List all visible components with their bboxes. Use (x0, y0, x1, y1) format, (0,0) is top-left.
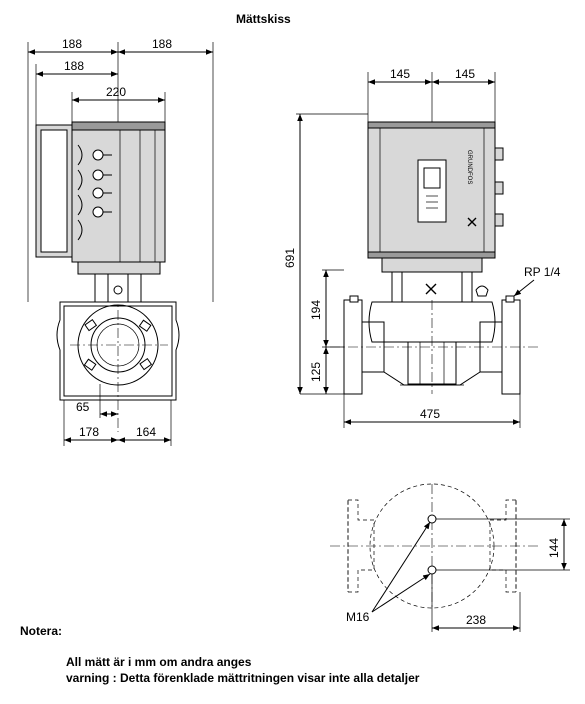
dim-side-top-left: 188 (62, 37, 82, 51)
dim-side-inner: 65 (76, 400, 90, 414)
dim-side-bottom-right: 164 (136, 425, 156, 439)
drawing-title: Mättskiss (236, 12, 291, 26)
label-bolt: M16 (346, 610, 370, 624)
dim-front-width: 475 (420, 407, 440, 421)
dim-side-top-right: 188 (152, 37, 172, 51)
notes-line-1: All mätt är i mm om andra anges (66, 655, 252, 669)
dim-base-spacing: 144 (547, 538, 561, 558)
dim-front-top-left: 145 (390, 67, 410, 81)
dim-front-total-height: 691 (283, 248, 297, 268)
front-view: 145 145 GRUNDFOS (283, 67, 561, 428)
dim-side-third: 220 (106, 85, 126, 99)
dim-side-bottom-left: 178 (79, 425, 99, 439)
notes-heading: Notera: (20, 624, 63, 638)
dim-front-top-right: 145 (455, 67, 475, 81)
notes-line-2: varning : Detta förenklade mättritningen… (66, 671, 420, 685)
dim-front-mid-height: 194 (309, 300, 323, 320)
dim-front-low-height: 125 (309, 362, 323, 382)
base-view: 144 238 M16 (330, 483, 570, 632)
side-view: 188 188 188 220 (27, 37, 214, 446)
dim-base-width: 238 (466, 613, 486, 627)
dim-side-second: 188 (64, 59, 84, 73)
svg-text:GRUNDFOS: GRUNDFOS (466, 150, 472, 184)
label-port: RP 1/4 (524, 265, 561, 279)
